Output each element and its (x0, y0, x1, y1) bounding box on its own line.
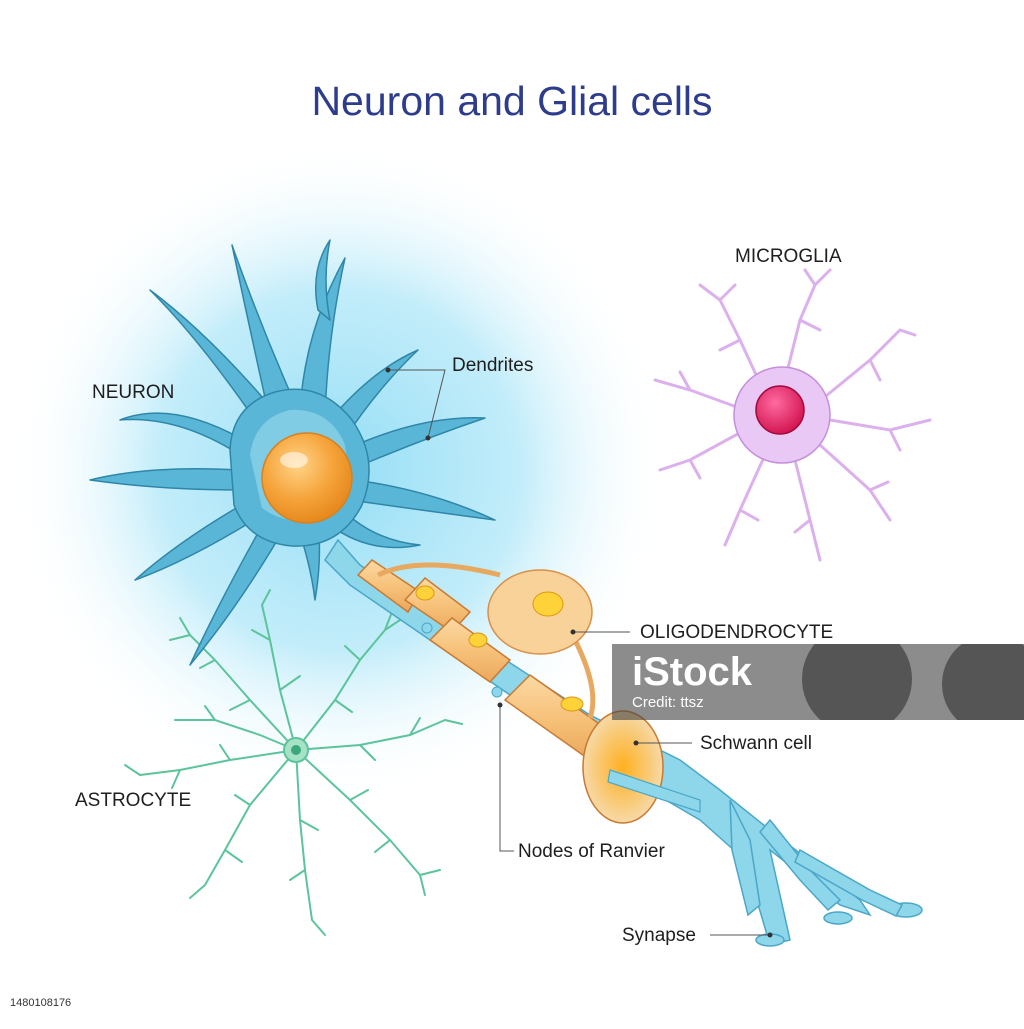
watermark-logo: iStock (632, 650, 753, 694)
leader-dot-oligo (570, 629, 576, 635)
leader-dot-dendrites-1 (385, 367, 391, 373)
leader-dot-schwann (633, 740, 639, 746)
axon-branch-3 (794, 848, 904, 917)
node-of-ranvier-2 (491, 686, 503, 698)
oligodendrocyte-process-1 (376, 562, 501, 578)
schwann-cell-end (582, 710, 664, 824)
leader-dot-dendrites-2 (425, 435, 431, 441)
label-neuron: NEURON (92, 382, 175, 403)
node-of-ranvier-1 (421, 622, 433, 634)
watermark-credit: Credit: ttsz (632, 694, 704, 711)
astrocyte-cell (124, 589, 463, 936)
axon-exit (607, 769, 701, 813)
leader-dendrites (388, 369, 446, 439)
page-title: Neuron and Glial cells (311, 78, 713, 124)
label-astrocyte: ASTROCYTE (75, 790, 192, 811)
leader-dot-synapse (767, 932, 773, 938)
label-oligodendrocyte: OLIGODENDROCYTE (640, 622, 834, 643)
myelin-sheath (356, 559, 617, 761)
label-microglia: MICROGLIA (735, 246, 842, 267)
watermark-circle-2 (942, 644, 1024, 720)
axon-branch-1 (729, 799, 761, 917)
microglia-nucleus (755, 385, 805, 435)
astrocyte-nucleus (291, 745, 301, 755)
leader-dot-nodes (497, 702, 503, 708)
neuron-nucleus (261, 432, 353, 524)
watermark-band: iStock Credit: ttsz (612, 644, 1024, 720)
oligodendrocyte-process-2 (572, 638, 596, 719)
label-dendrites: Dendrites (452, 355, 534, 376)
synapse-terminal-2 (823, 911, 853, 925)
label-synapse: Synapse (622, 925, 696, 946)
microglia-cell (653, 268, 932, 562)
leader-nodes (499, 705, 514, 852)
neuron-nucleus-highlight (280, 452, 308, 468)
stock-image-id: 1480108176 (10, 997, 72, 1009)
myelin-nuclei (415, 585, 584, 712)
label-nodes-of-ranvier: Nodes of Ranvier (518, 841, 665, 862)
label-schwann-cell: Schwann cell (700, 733, 812, 754)
oligodendrocyte-nucleus (532, 591, 564, 617)
watermark-circle-1 (802, 644, 912, 720)
